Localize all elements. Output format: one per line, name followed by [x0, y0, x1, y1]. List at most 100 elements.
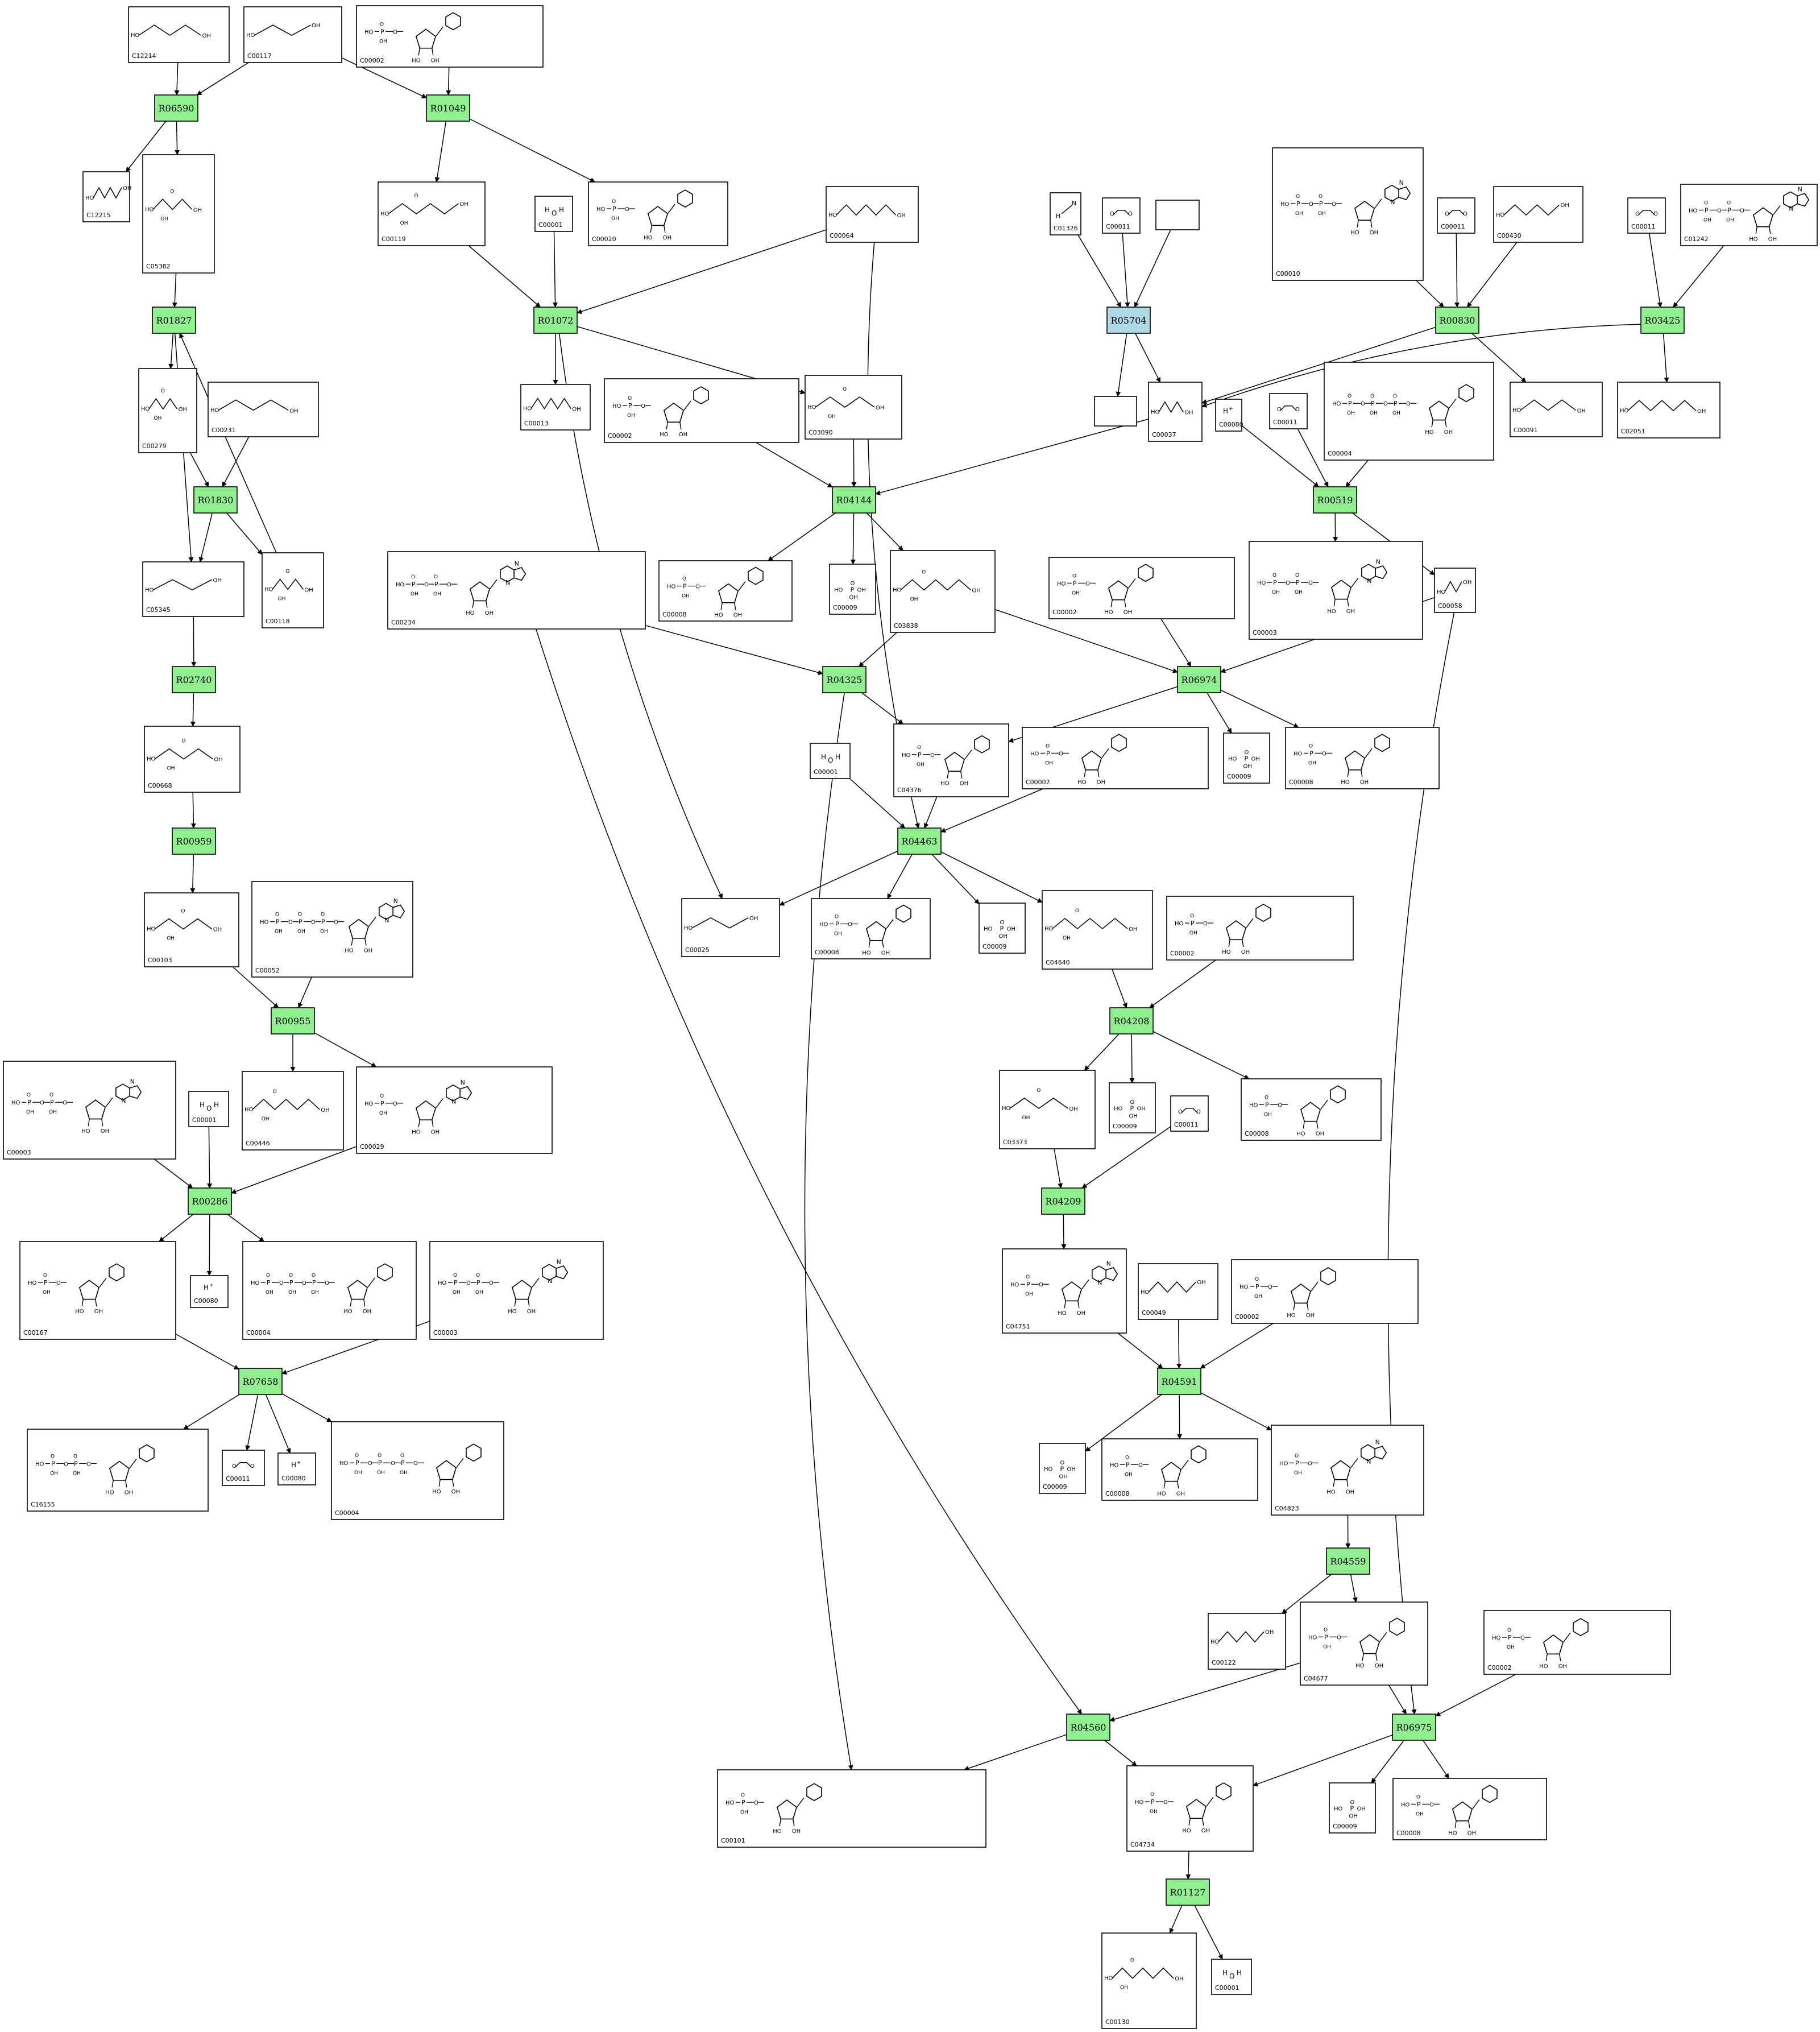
reaction-node[interactable]: R04591 — [1157, 1368, 1201, 1395]
reaction-node[interactable]: R01072 — [533, 307, 578, 334]
reaction-node[interactable]: R00830 — [1435, 307, 1479, 334]
reaction-node[interactable]: R00955 — [271, 1007, 315, 1034]
reaction-node[interactable]: R07658 — [238, 1368, 283, 1395]
reaction-node[interactable]: R04144 — [832, 486, 876, 514]
reaction-node[interactable]: R04208 — [1109, 1007, 1154, 1034]
reaction-node[interactable]: R03425 — [1640, 307, 1685, 334]
reaction-node[interactable]: R04560 — [1066, 1714, 1110, 1741]
reaction-node[interactable]: R06975 — [1392, 1714, 1436, 1741]
reaction-node[interactable]: R00959 — [172, 827, 216, 855]
reaction-node[interactable]: R04325 — [822, 666, 867, 693]
compound-node[interactable]: H+C00080 — [1215, 399, 1243, 432]
reaction-node[interactable]: R00519 — [1313, 486, 1357, 514]
reaction-node[interactable]: R05704 — [1106, 307, 1151, 334]
compound-node[interactable]: H+C00080 — [190, 1275, 229, 1308]
reaction-node[interactable]: R01827 — [152, 307, 196, 334]
reaction-node[interactable]: R00286 — [188, 1187, 232, 1215]
reaction-node[interactable]: R04209 — [1041, 1187, 1085, 1215]
reaction-node[interactable]: R01049 — [426, 94, 470, 122]
reaction-node[interactable]: R01127 — [1166, 1878, 1210, 1906]
compound-node[interactable] — [1094, 396, 1137, 427]
reaction-node[interactable]: R04559 — [1326, 1547, 1370, 1575]
reaction-node[interactable]: R04463 — [897, 827, 942, 855]
compound-node[interactable] — [1155, 200, 1200, 230]
reaction-node[interactable]: R06590 — [154, 94, 198, 122]
reaction-node[interactable]: R02740 — [172, 666, 216, 693]
reaction-node[interactable]: R06974 — [1177, 666, 1221, 693]
reaction-node[interactable]: R01830 — [193, 486, 238, 514]
